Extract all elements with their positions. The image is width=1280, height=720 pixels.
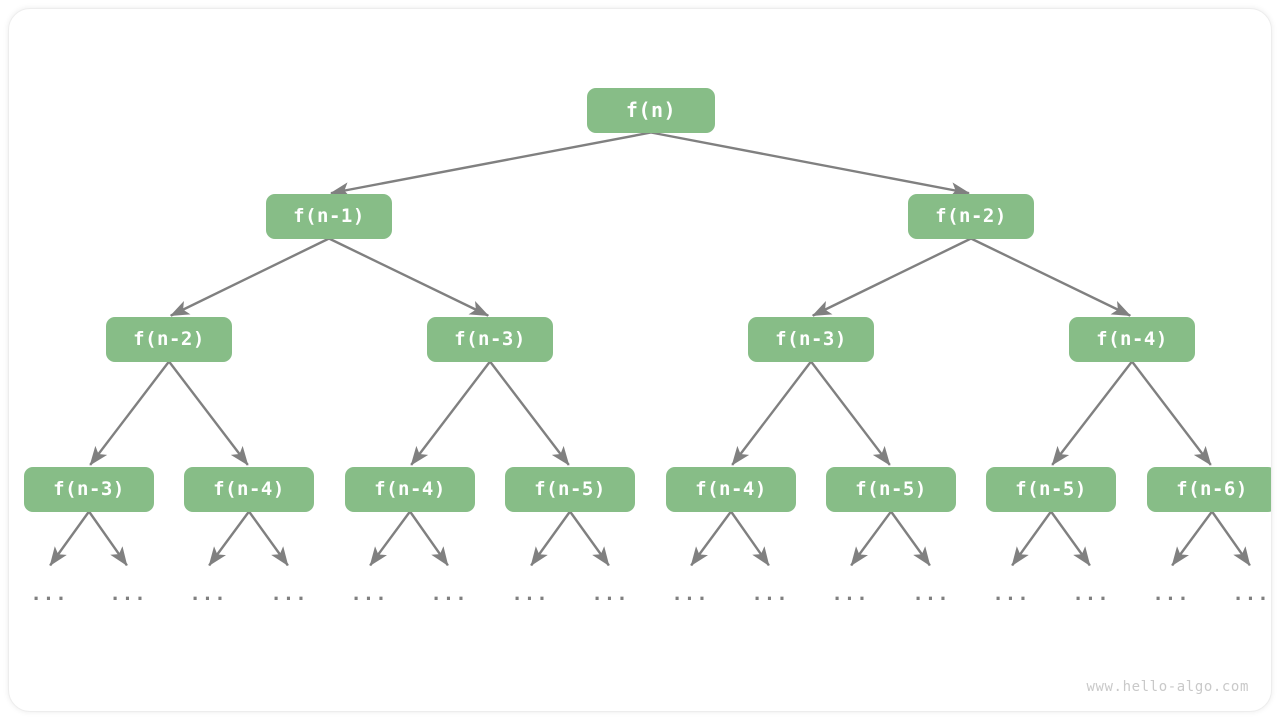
- tree-node-label: f(n-1): [293, 205, 365, 227]
- tree-node-label: f(n-5): [1015, 478, 1087, 500]
- ellipsis-marker: ...: [430, 583, 468, 605]
- ellipsis-marker: ...: [270, 583, 308, 605]
- tree-node-fn-5[interactable]: f(n-5): [986, 466, 1116, 512]
- ellipsis-marker: ...: [189, 583, 227, 605]
- tree-node-label: f(n-2): [133, 328, 205, 350]
- tree-leaf-edge: [49, 510, 90, 567]
- ellipsis-marker: ...: [30, 583, 68, 605]
- ellipsis-marker: ...: [912, 583, 950, 605]
- tree-node-fn-4[interactable]: f(n-4): [345, 466, 475, 512]
- tree-node-label: f(n-5): [855, 478, 927, 500]
- tree-node-fn-4[interactable]: f(n-4): [184, 466, 314, 512]
- tree-leaf-edge: [569, 510, 610, 567]
- tree-edge: [810, 360, 891, 466]
- ellipsis-marker: ...: [992, 583, 1030, 605]
- tree-node-fn-3[interactable]: f(n-3): [427, 316, 553, 362]
- tree-leaf-edge: [1011, 510, 1052, 567]
- tree-edge: [970, 237, 1132, 317]
- tree-edge: [330, 131, 652, 198]
- tree-edge: [328, 237, 490, 317]
- tree-edge: [731, 360, 812, 466]
- tree-leaf-edge: [730, 510, 770, 567]
- tree-node-fn-1[interactable]: f(n-1): [266, 193, 392, 239]
- tree-leaf-edge: [208, 510, 250, 567]
- ellipsis-marker: ...: [751, 583, 789, 605]
- tree-leaf-edge: [1050, 510, 1091, 567]
- tree-leaf-edge: [530, 510, 571, 567]
- ellipsis-marker: ...: [1152, 583, 1190, 605]
- ellipsis-marker: ...: [671, 583, 709, 605]
- tree-node-label: f(n-2): [935, 205, 1007, 227]
- tree-edge: [168, 360, 249, 466]
- tree-node-fn-2[interactable]: f(n-2): [908, 193, 1034, 239]
- diagram-card: f(n) f(n-1) f(n-2) f(n-2) f(n-3) f(n-3) f(n-4)…: [8, 8, 1272, 712]
- tree-edge: [169, 237, 330, 317]
- tree-node-fn-4[interactable]: f(n-4): [1069, 316, 1195, 362]
- tree-node-label: f(n-5): [534, 478, 606, 500]
- tree-node-label: f(n-3): [53, 478, 125, 500]
- ellipsis-marker: ...: [350, 583, 388, 605]
- tree-node-fn[interactable]: f(n): [587, 87, 715, 133]
- ellipsis-marker: ...: [109, 583, 147, 605]
- tree-leaf-edge: [88, 510, 128, 567]
- tree-leaf-edge: [690, 510, 732, 567]
- tree-node-label: f(n-6): [1176, 478, 1248, 500]
- tree-node-label: f(n-4): [695, 478, 767, 500]
- tree-leaf-edge: [890, 510, 931, 567]
- tree-edge: [811, 237, 972, 317]
- tree-edge: [650, 131, 970, 198]
- tree-edge: [410, 360, 491, 466]
- tree-node-fn-5[interactable]: f(n-5): [826, 466, 956, 512]
- tree-node-fn-4[interactable]: f(n-4): [666, 466, 796, 512]
- ellipsis-marker: ...: [1072, 583, 1110, 605]
- ellipsis-marker: ...: [831, 583, 869, 605]
- tree-node-fn-6[interactable]: f(n-6): [1147, 466, 1271, 512]
- tree-leaf-edge: [248, 510, 289, 567]
- ellipsis-marker: ...: [1232, 583, 1270, 605]
- tree-edge: [89, 360, 170, 466]
- tree-node-label: f(n-3): [775, 328, 847, 350]
- tree-node-fn-2[interactable]: f(n-2): [106, 316, 232, 362]
- tree-node-label: f(n-4): [1096, 328, 1168, 350]
- tree-edge: [489, 360, 570, 466]
- watermark: www.hello-algo.com: [1086, 679, 1249, 695]
- tree-node-label: f(n): [625, 98, 677, 122]
- tree-leaf-edge: [850, 510, 892, 567]
- tree-leaf-edge: [1211, 510, 1251, 567]
- tree-node-fn-3[interactable]: f(n-3): [748, 316, 874, 362]
- tree-node-label: f(n-4): [213, 478, 285, 500]
- tree-node-label: f(n-4): [374, 478, 446, 500]
- tree-leaf-edge: [1171, 510, 1213, 567]
- ellipsis-marker: ...: [511, 583, 549, 605]
- tree-node-fn-3[interactable]: f(n-3): [24, 466, 154, 512]
- tree-node-fn-5[interactable]: f(n-5): [505, 466, 635, 512]
- tree-edge: [1051, 360, 1133, 466]
- tree-node-label: f(n-3): [454, 328, 526, 350]
- tree-leaf-edge: [369, 510, 411, 567]
- ellipsis-marker: ...: [591, 583, 629, 605]
- tree-edge: [1131, 360, 1212, 466]
- tree-leaf-edge: [409, 510, 449, 567]
